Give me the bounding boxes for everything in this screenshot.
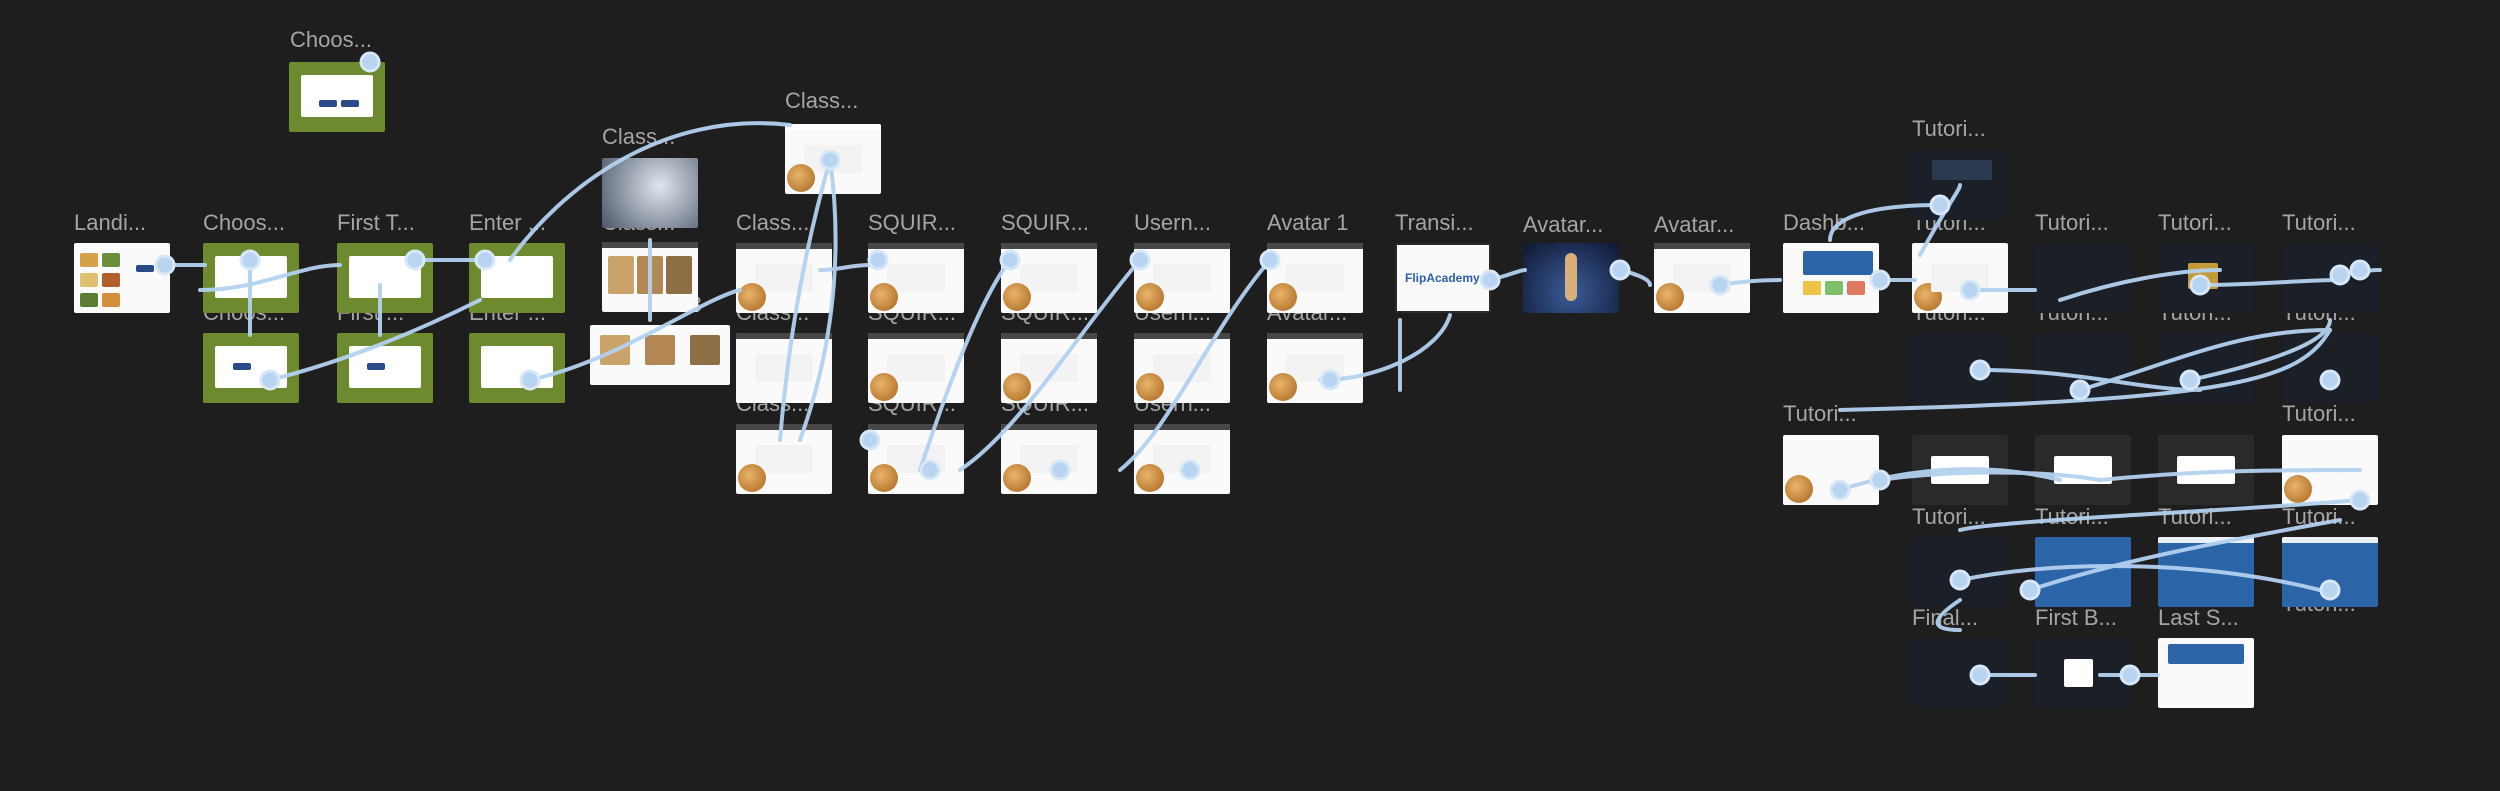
frame-label-first-b[interactable]: First B...	[2035, 605, 2117, 630]
frame-label-enter[interactable]: Enter ...	[469, 210, 547, 235]
frame-squir-r2c1[interactable]	[868, 333, 964, 403]
frame-label-tutorial-r4c4[interactable]: Tutori...	[2282, 504, 2356, 529]
frame-avatar-2[interactable]	[1523, 243, 1619, 313]
frame-tutorial-r2c2[interactable]	[2035, 333, 2131, 403]
frame-label-tutorial-r4c1[interactable]: Tutori...	[1912, 504, 1986, 529]
frame-label-first-t[interactable]: First T...	[337, 210, 415, 235]
frame-tutorial-r4c2[interactable]	[2035, 537, 2131, 607]
frame-tutorial-r2c4[interactable]	[2282, 333, 2378, 403]
frame-enter-r2[interactable]	[469, 333, 565, 403]
frame-first-b[interactable]	[2035, 638, 2131, 708]
frame-tutorial-r2c1[interactable]	[1912, 333, 2008, 403]
frame-label-class-row1[interactable]: Class...	[736, 210, 810, 235]
frame-label-final[interactable]: Final...	[1912, 605, 1979, 630]
frame-label-class-top[interactable]: Class...	[785, 88, 859, 113]
frame-tutorial-r3c4[interactable]	[2282, 435, 2378, 505]
frame-avatar-r2[interactable]	[1267, 333, 1363, 403]
frame-label-tutorial-top[interactable]: Tutori...	[1912, 116, 1986, 141]
frame-label-username[interactable]: Usern...	[1134, 210, 1212, 235]
frame-landing[interactable]	[74, 243, 170, 313]
frame-enter[interactable]	[469, 243, 565, 313]
frame-label-tutorial-r3c0[interactable]: Tutori...	[1783, 401, 1857, 426]
frame-label-tutorial-r1c3[interactable]: Tutori...	[2158, 210, 2232, 235]
frame-label-tutorial-r4c2[interactable]: Tutori...	[2035, 504, 2109, 529]
frame-final[interactable]	[1912, 638, 2008, 708]
frame-transition[interactable]: FlipAcademy	[1395, 243, 1491, 313]
frame-choose-r2[interactable]	[203, 333, 299, 403]
frame-tutorial-r4c4[interactable]	[2282, 537, 2378, 607]
frame-dashboard[interactable]	[1783, 243, 1879, 313]
frame-tutorial-r1c2[interactable]	[2035, 243, 2131, 313]
frame-choose-top[interactable]	[289, 62, 385, 132]
frame-tutorial-r3c2[interactable]	[2035, 435, 2131, 505]
frame-first-r2[interactable]	[337, 333, 433, 403]
frame-tutorial-r2c3[interactable]	[2158, 333, 2254, 403]
frame-label-squir-1[interactable]: SQUIR...	[868, 210, 957, 235]
frame-choose[interactable]	[203, 243, 299, 313]
frame-label-tutorial-r3c4[interactable]: Tutori...	[2282, 401, 2356, 426]
frame-squir-r3c2[interactable]	[1001, 424, 1097, 494]
frame-username-r3[interactable]	[1134, 424, 1230, 494]
frame-last-s[interactable]	[2158, 638, 2254, 708]
frame-tutorial-r3c0[interactable]	[1783, 435, 1879, 505]
frame-first-t[interactable]	[337, 243, 433, 313]
frame-tutorial-r3c3[interactable]	[2158, 435, 2254, 505]
frame-class-blue[interactable]	[602, 158, 698, 228]
frame-squir-r1c2[interactable]	[1001, 243, 1097, 313]
frame-tutorial-r3c1[interactable]	[1912, 435, 2008, 505]
frame-username-r2[interactable]	[1134, 333, 1230, 403]
frame-tutorial-top[interactable]	[1912, 150, 2008, 220]
frame-class-top[interactable]	[785, 124, 881, 194]
frame-class-r2[interactable]	[736, 333, 832, 403]
frame-label-squir-2[interactable]: SQUIR...	[1001, 210, 1090, 235]
frame-label-avatar-3[interactable]: Avatar...	[1654, 212, 1735, 237]
frame-class-r1[interactable]	[736, 243, 832, 313]
frame-f03[interactable]	[590, 325, 730, 385]
frame-label-avatar-2[interactable]: Avatar...	[1523, 212, 1604, 237]
frame-squir-r2c2[interactable]	[1001, 333, 1097, 403]
frame-tutorial-r1c4[interactable]	[2282, 243, 2378, 313]
frame-tutorial-r1c1[interactable]	[1912, 243, 2008, 313]
frame-label-tutorial-r1c2[interactable]: Tutori...	[2035, 210, 2109, 235]
frame-label-tutorial-r1c4[interactable]: Tutori...	[2282, 210, 2356, 235]
frame-label-dashboard[interactable]: Dashb...	[1783, 210, 1865, 235]
frame-label-landing[interactable]: Landi...	[74, 210, 147, 235]
frame-username-r1[interactable]	[1134, 243, 1230, 313]
flip-academy-logo: FlipAcademy	[1405, 271, 1480, 285]
frame-label-choose-top[interactable]: Choos...	[290, 27, 372, 52]
frame-avatar-3[interactable]	[1654, 243, 1750, 313]
frame-class-r3[interactable]	[736, 424, 832, 494]
frame-label-avatar-1[interactable]: Avatar 1	[1267, 210, 1349, 235]
frame-tutorial-r4c3[interactable]	[2158, 537, 2254, 607]
frame-label-last-s[interactable]: Last S...	[2158, 605, 2239, 630]
frame-tutorial-r4c1[interactable]	[1912, 537, 2008, 607]
frame-avatar-1[interactable]	[1267, 243, 1363, 313]
frame-label-choose[interactable]: Choos...	[203, 210, 285, 235]
frame-label-tutorial-r4c3[interactable]: Tutori...	[2158, 504, 2232, 529]
frame-squir-r1c1[interactable]	[868, 243, 964, 313]
frame-class-cards[interactable]	[602, 242, 698, 312]
frame-squir-r3c1[interactable]	[868, 424, 964, 494]
frame-tutorial-r1c3[interactable]	[2158, 243, 2254, 313]
frame-label-transition[interactable]: Transi...	[1395, 210, 1474, 235]
frame-label-class-2[interactable]: Class...	[602, 124, 676, 149]
